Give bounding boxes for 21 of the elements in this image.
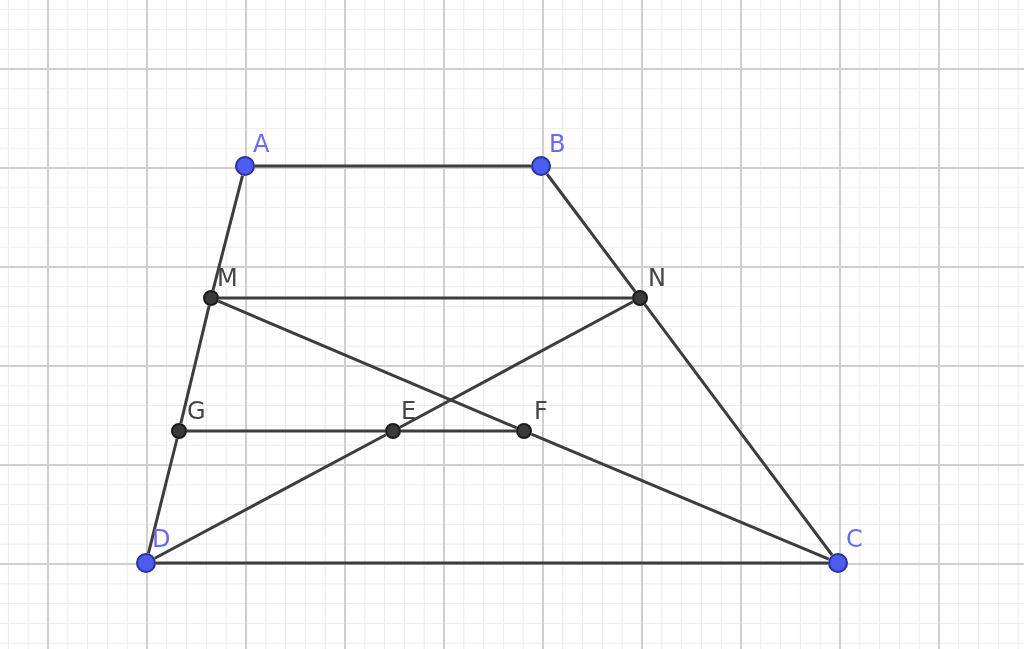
- point-label: M: [217, 266, 238, 290]
- line-segment: [643, 303, 834, 556]
- line-segment: [146, 438, 179, 554]
- line-segment: [187, 429, 385, 433]
- point-label: G: [187, 399, 206, 423]
- point-label: A: [253, 132, 270, 156]
- line-segment: [401, 429, 516, 433]
- line-segment: [156, 561, 828, 565]
- line-segment: [399, 300, 634, 429]
- line-segment: [530, 432, 830, 561]
- line-segment: [179, 305, 211, 424]
- point-label: C: [846, 527, 863, 551]
- line-segment: [211, 175, 244, 291]
- point-label: N: [648, 266, 666, 290]
- line-segment: [219, 296, 632, 300]
- point-label: B: [549, 132, 566, 156]
- point-label: E: [401, 399, 417, 423]
- point-label: D: [152, 527, 171, 551]
- line-segment: [217, 299, 518, 430]
- point-label: F: [534, 399, 548, 423]
- line-segment: [255, 164, 531, 168]
